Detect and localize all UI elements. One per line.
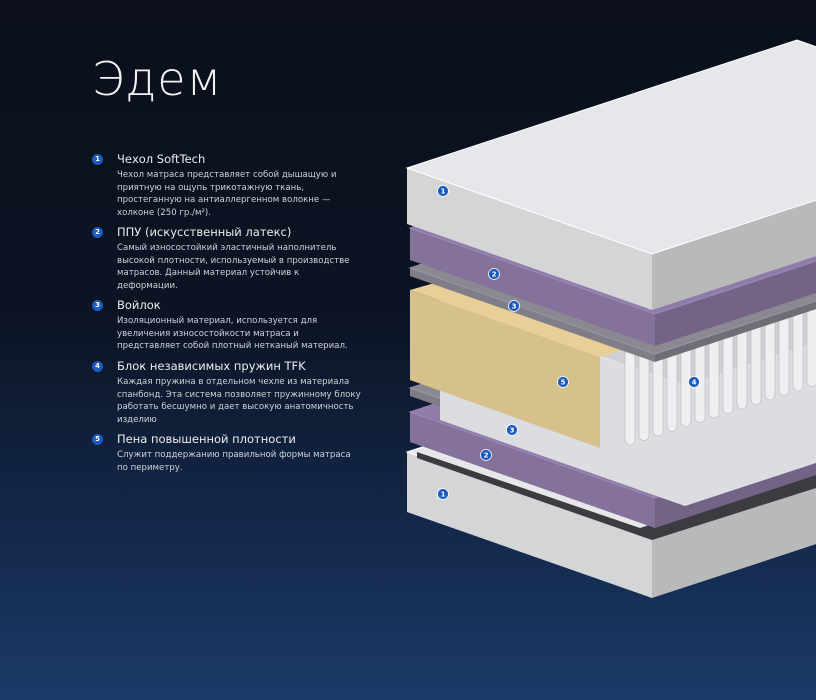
number-badge: 4 xyxy=(92,361,103,372)
svg-text:2: 2 xyxy=(484,452,489,460)
feature-description: Каждая пружина в отдельном чехле из мате… xyxy=(117,377,361,425)
feature-cover: 1 Чехол SoftTech Чехол матраса представл… xyxy=(92,152,362,219)
feature-title: Пена повышенной плотности xyxy=(117,432,296,446)
svg-text:1: 1 xyxy=(441,491,446,499)
feature-springs: 4 Блок независимых пружин TFK Каждая пру… xyxy=(92,359,362,426)
feature-description: Служит поддержанию правильной формы матр… xyxy=(117,450,351,473)
number-badge: 1 xyxy=(92,154,103,165)
svg-text:4: 4 xyxy=(692,379,697,387)
layer-marker-2: 2 xyxy=(488,268,500,280)
svg-text:2: 2 xyxy=(492,271,497,279)
layer-marker-1: 1 xyxy=(437,488,449,500)
feature-title: Войлок xyxy=(117,298,161,312)
feature-title: Чехол SoftTech xyxy=(117,152,206,166)
feature-felt: 3 Войлок Изоляционный материал, использу… xyxy=(92,298,362,353)
feature-description: Чехол матраса представляет собой дышащую… xyxy=(117,170,337,218)
feature-description: Самый износостойкий эластичный наполните… xyxy=(117,243,350,291)
svg-text:1: 1 xyxy=(441,188,446,196)
number-badge: 3 xyxy=(92,300,103,311)
number-badge: 2 xyxy=(92,227,103,238)
svg-text:3: 3 xyxy=(510,427,515,435)
feature-description: Изоляционный материал, используется для … xyxy=(117,316,348,352)
feature-latex: 2 ППУ (искусственный латекс) Самый износ… xyxy=(92,225,362,292)
foam-perimeter xyxy=(410,290,600,448)
layer-marker-3: 3 xyxy=(506,424,518,436)
feature-foam: 5 Пена повышенной плотности Служит подде… xyxy=(92,432,362,474)
svg-text:3: 3 xyxy=(512,303,517,311)
top-cover-layer xyxy=(405,39,816,310)
layer-marker-2: 2 xyxy=(480,449,492,461)
number-badge: 5 xyxy=(92,434,103,445)
layer-marker-3: 3 xyxy=(508,300,520,312)
feature-title: ППУ (искусственный латекс) xyxy=(117,225,292,239)
feature-title: Блок независимых пружин TFK xyxy=(117,359,306,373)
layer-marker-4: 4 xyxy=(688,376,700,388)
layer-marker-1: 1 xyxy=(437,185,449,197)
svg-text:5: 5 xyxy=(561,379,566,387)
product-title: Эдем xyxy=(92,52,223,106)
layer-marker-5: 5 xyxy=(557,376,569,388)
